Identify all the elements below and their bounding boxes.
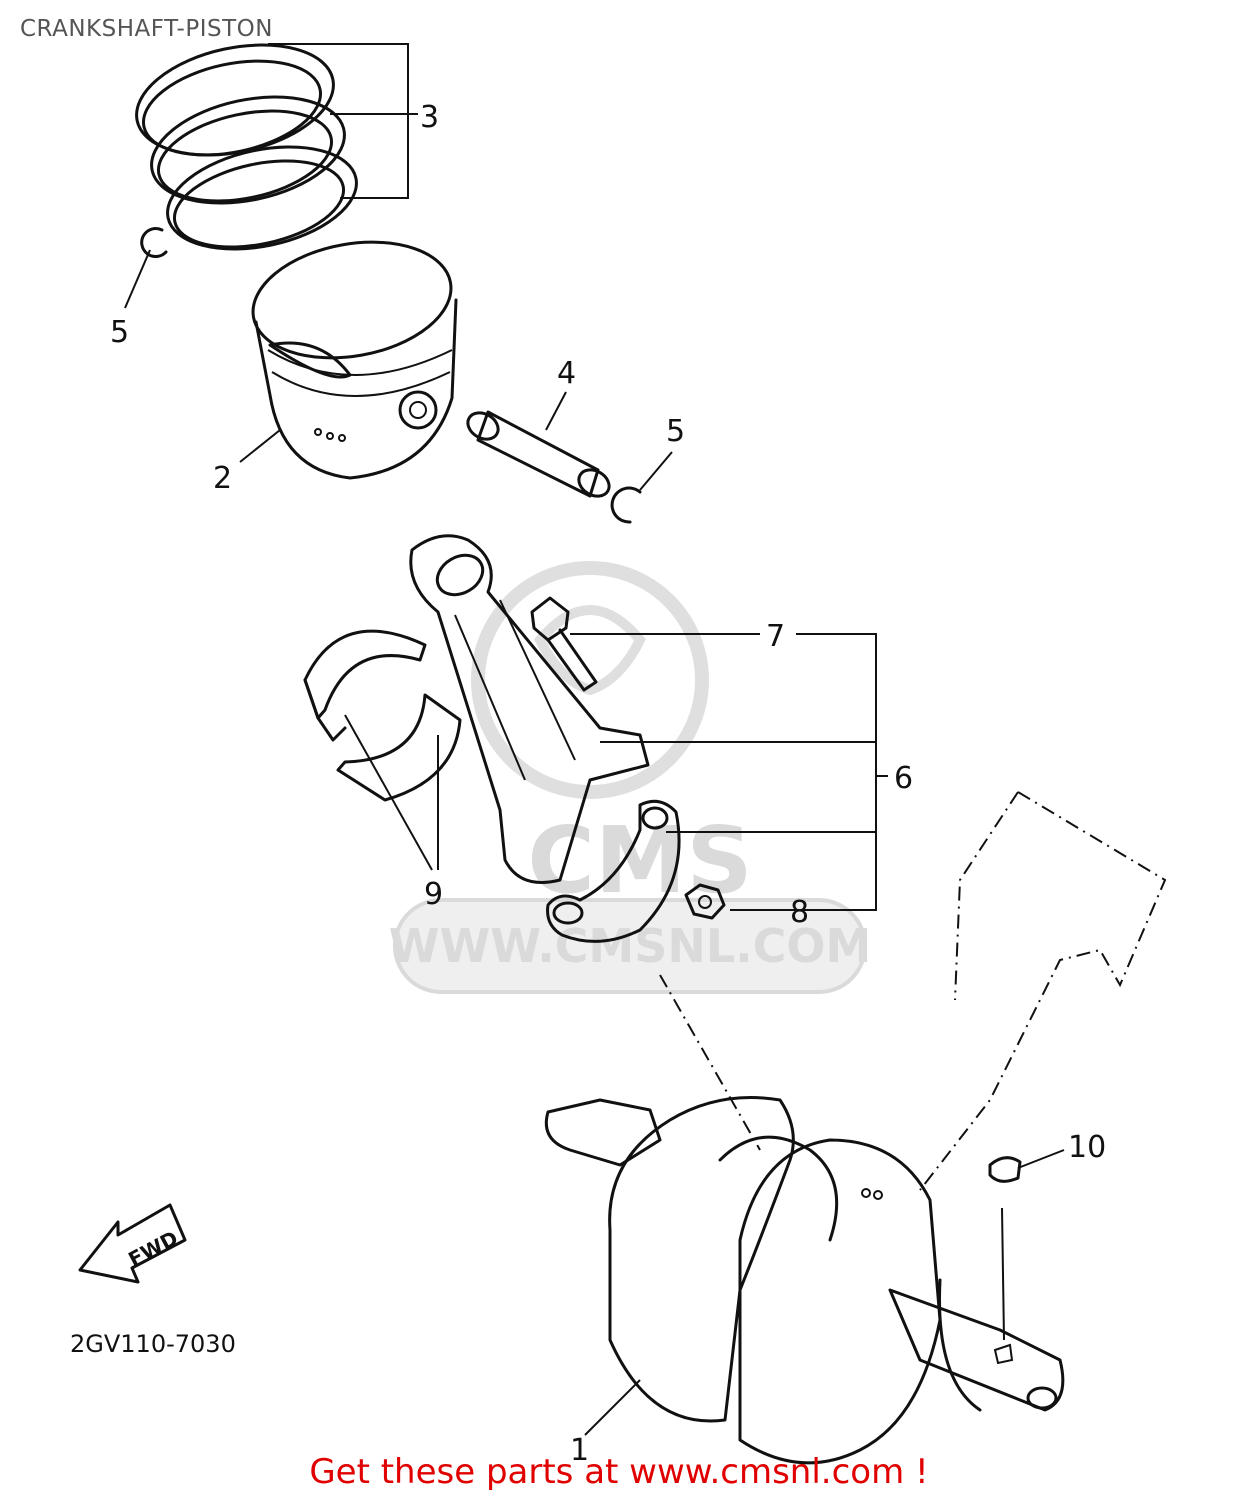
piston-pin-part [466, 410, 611, 498]
callout-7: 7 [766, 619, 785, 654]
callout-2: 2 [213, 461, 232, 496]
connecting-rod-nut-part [684, 883, 726, 920]
assembled-rod-outline [659, 791, 1167, 1191]
circlip-left-part [140, 227, 168, 258]
piston-part [251, 240, 458, 480]
cms-watermark: CMS WWW.CMSNL.COM [389, 561, 872, 994]
woodruff-key-part [988, 1156, 1022, 1183]
crankshaft-part [544, 1096, 1065, 1465]
callout-6: 6 [894, 761, 913, 796]
callout-10: 10 [1068, 1130, 1106, 1165]
circlip-right-part [610, 486, 642, 524]
piston-ring-set-part [135, 43, 358, 251]
connecting-rod-bolt-part [530, 596, 598, 692]
watermark-url: WWW.CMSNL.COM [389, 919, 872, 973]
connecting-rod-part [409, 534, 650, 884]
callout-5-left: 5 [110, 315, 129, 350]
callout-3: 3 [420, 100, 439, 135]
callout-5-right: 5 [666, 414, 685, 449]
callout-1: 1 [570, 1433, 589, 1468]
callout-9: 9 [424, 877, 443, 912]
diagram-title: CRANKSHAFT-PISTON [20, 16, 273, 42]
callout-numbers: 3 5 4 5 2 7 6 9 8 10 1 [110, 100, 1106, 1468]
callout-4: 4 [557, 356, 576, 391]
forward-direction-arrow-icon: FWD [78, 1203, 187, 1284]
connecting-rod-cap-part [546, 799, 681, 943]
footer-link-text[interactable]: Get these parts at www.cmsnl.com ! [309, 1452, 929, 1492]
callout-8: 8 [790, 895, 809, 930]
leader-lines [124, 43, 1065, 1436]
diagram-code: 2GV110-7030 [70, 1330, 236, 1358]
forward-label: FWD [124, 1226, 181, 1272]
big-end-bearing-part [303, 629, 462, 802]
